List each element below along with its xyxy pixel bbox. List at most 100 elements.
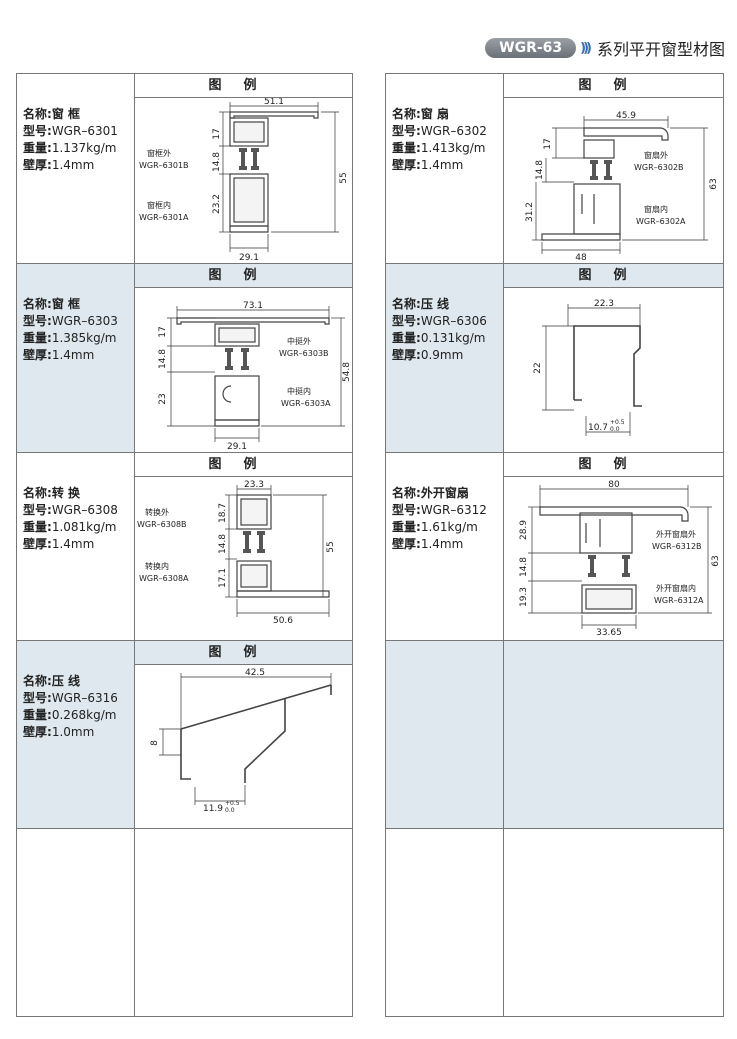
empty-info	[386, 829, 504, 1016]
legend-panel: 图例	[504, 453, 723, 640]
profile-svg-6316: 42.5 8 11.9 +0.5 0.0	[150, 668, 332, 814]
empty-info	[386, 641, 504, 828]
profile-info: 名称:外开窗扇 型号:WGR–6312 重量:1.61kg/m 壁厚:1.4mm	[386, 453, 504, 640]
label-inner-model: WGR–6312A	[654, 596, 704, 605]
page-header: WGR-63 ))) 系列平开窗型材图	[485, 37, 725, 59]
dim-bottom: 11.9	[203, 804, 223, 814]
dim-bottom: 33.65	[596, 628, 622, 638]
profile-info: 名称:窗 框 型号:WGR–6303 重量:1.385kg/m 壁厚:1.4mm	[17, 264, 135, 452]
profile-drawing: 22.3 22 10.7 +0.5 0.0	[504, 288, 723, 452]
empty-info	[17, 829, 135, 1016]
right-column: 名称:窗 扇 型号:WGR–6302 重量:1.413kg/m 壁厚:1.4mm…	[385, 73, 724, 1017]
dim-14-8: 14.8	[158, 349, 168, 369]
legend-heading: 图例	[504, 264, 723, 288]
dim-bottom: 29.1	[239, 253, 259, 262]
label-inner: 窗扇内	[644, 204, 668, 214]
label-inner: 窗框内	[147, 200, 171, 210]
profile-drawing: 23.3 18.7 14.8 17.1 55 50.6 转换外 WGR–6308…	[135, 477, 352, 640]
label-inner-model: WGR–6308A	[139, 574, 189, 583]
profile-row-6312: 名称:外开窗扇 型号:WGR–6312 重量:1.61kg/m 壁厚:1.4mm…	[386, 453, 723, 641]
dim-height: 63	[709, 178, 719, 189]
dim-17-1: 17.1	[218, 568, 228, 588]
series-title: 系列平开窗型材图	[596, 40, 725, 59]
dim-width: 80	[608, 480, 620, 490]
label-outer: 窗扇外	[644, 150, 668, 160]
legend-heading: 图例	[135, 641, 352, 665]
profile-row-6302: 名称:窗 扇 型号:WGR–6302 重量:1.413kg/m 壁厚:1.4mm…	[386, 74, 723, 264]
dim-31-2: 31.2	[525, 202, 535, 222]
label-inner: 转换内	[145, 561, 169, 571]
label-outer-model: WGR–6301B	[139, 161, 189, 170]
empty-row	[17, 829, 352, 1016]
label-outer-model: WGR–6302B	[634, 163, 684, 172]
dim-14-8: 14.8	[519, 557, 529, 577]
dim-22: 22	[533, 362, 543, 373]
label-inner: 中挺内	[287, 386, 311, 396]
dim-23: 23	[158, 393, 168, 404]
dim-width: 22.3	[594, 299, 614, 309]
label-outer: 转换外	[145, 507, 169, 517]
dim-height: 55	[339, 172, 349, 183]
dim-17: 17	[212, 128, 222, 139]
dim-width: 45.9	[616, 111, 636, 121]
dim-17: 17	[543, 138, 553, 149]
label-inner: 外开窗扇内	[656, 583, 696, 593]
profile-drawing: 42.5 8 11.9 +0.5 0.0	[135, 665, 352, 828]
profile-info: 名称:窗 框 型号:WGR–6301 重量:1.137kg/m 壁厚:1.4mm	[17, 74, 135, 263]
label-inner-model: WGR–6302A	[636, 217, 686, 226]
dim-18-7: 18.7	[218, 503, 228, 523]
profile-svg-6308: 23.3 18.7 14.8 17.1 55 50.6 转换外 WGR–6308…	[137, 480, 336, 626]
dim-23-2: 23.2	[212, 194, 222, 214]
dim-tolerance-plus: +0.5	[610, 419, 625, 426]
dim-bottom: 48	[575, 253, 587, 262]
dim-14-8: 14.8	[535, 160, 545, 180]
series-badge: WGR-63	[485, 38, 577, 58]
dim-19-3: 19.3	[519, 587, 529, 607]
profile-info: 名称:窗 扇 型号:WGR–6302 重量:1.413kg/m 壁厚:1.4mm	[386, 74, 504, 263]
profile-info: 名称:压 线 型号:WGR–6306 重量:0.131kg/m 壁厚:0.9mm	[386, 264, 504, 452]
profile-drawing: 80 28.9 14.8 19.3 63 33.65 外开窗扇外 WGR–631…	[504, 477, 723, 640]
left-column: 名称:窗 框 型号:WGR–6301 重量:1.137kg/m 壁厚:1.4mm…	[16, 73, 353, 1017]
legend-panel: 图例	[135, 453, 352, 640]
profile-drawing: 51.1 17 14.8 23.2 55 29.1 窗框外 WGR–6301B …	[135, 98, 352, 263]
dim-8: 8	[150, 740, 160, 746]
profile-row-6308: 名称:转 换 型号:WGR–6308 重量:1.081kg/m 壁厚:1.4mm…	[17, 453, 352, 641]
dim-height: 55	[326, 541, 336, 552]
profile-drawing: 73.1 17 14.8 23 54.8 29.1 中挺外 WGR–6303B …	[135, 288, 352, 452]
label-outer: 中挺外	[287, 336, 311, 346]
dim-28-9: 28.9	[519, 520, 529, 540]
label-outer: 外开窗扇外	[656, 529, 696, 539]
legend-heading: 图例	[504, 453, 723, 477]
profile-row-6306: 名称:压 线 型号:WGR–6306 重量:0.131kg/m 壁厚:0.9mm…	[386, 264, 723, 453]
dim-14-8: 14.8	[218, 534, 228, 554]
dim-height: 54.8	[342, 362, 352, 382]
profile-svg-6312: 80 28.9 14.8 19.3 63 33.65 外开窗扇外 WGR–631…	[519, 480, 721, 638]
legend-heading: 图例	[135, 264, 352, 288]
profile-svg-6301: 51.1 17 14.8 23.2 55 29.1 窗框外 WGR–6301B …	[139, 98, 349, 262]
dim-width: 51.1	[264, 98, 284, 107]
dim-width: 23.3	[244, 480, 264, 490]
label-outer: 窗框外	[147, 148, 171, 158]
dim-height: 63	[711, 555, 721, 566]
legend-panel: 图例	[504, 74, 723, 263]
profile-svg-6302: 45.9 17 14.8 31.2 63 48 窗扇外 WGR–6302B 窗扇…	[525, 111, 719, 262]
profile-svg-6303: 73.1 17 14.8 23 54.8 29.1 中挺外 WGR–6303B …	[158, 301, 352, 451]
dim-tolerance-minus: 0.0	[610, 426, 620, 433]
double-chevron-icon: )))	[580, 40, 592, 56]
profile-row-6303: 名称:窗 框 型号:WGR–6303 重量:1.385kg/m 壁厚:1.4mm…	[17, 264, 352, 453]
label-inner-model: WGR–6301A	[139, 213, 189, 222]
profile-row-6301: 名称:窗 框 型号:WGR–6301 重量:1.137kg/m 壁厚:1.4mm…	[17, 74, 352, 264]
legend-heading: 图例	[135, 74, 352, 98]
profile-info: 名称:转 换 型号:WGR–6308 重量:1.081kg/m 壁厚:1.4mm	[17, 453, 135, 640]
dim-tolerance-plus: +0.5	[225, 800, 240, 807]
dim-width: 42.5	[245, 668, 265, 678]
dim-bottom: 29.1	[227, 442, 247, 451]
legend-panel: 图例 22.3 22	[504, 264, 723, 452]
empty-row	[386, 641, 723, 829]
dim-tolerance-minus: 0.0	[225, 807, 235, 814]
label-outer-model: WGR–6312B	[652, 542, 702, 551]
legend-panel: 图例	[135, 264, 352, 452]
legend-panel: 图例 42.5 8 11.9	[135, 641, 352, 828]
label-outer-model: WGR–6303B	[279, 349, 329, 358]
profile-svg-6306: 22.3 22 10.7 +0.5 0.0	[533, 299, 642, 436]
